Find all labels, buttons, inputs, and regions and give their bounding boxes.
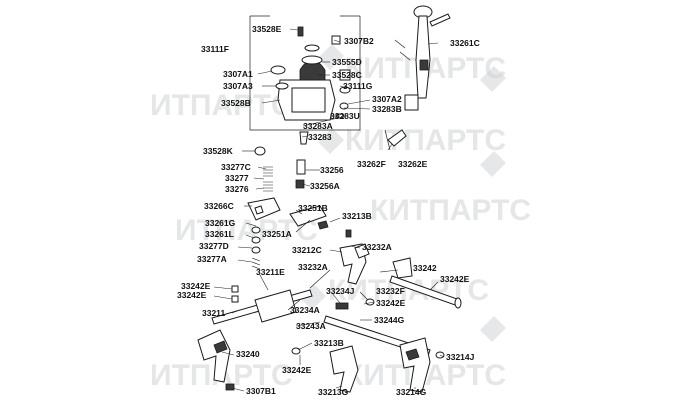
part-label-33242E-right[interactable]: 33242E <box>440 274 470 284</box>
part-label-33213G[interactable]: 33213G <box>318 387 349 397</box>
watermark-text: КИТПАРТС <box>345 124 506 157</box>
watermark-text: КИТПАРТС <box>370 194 531 227</box>
part-label-33213B-lower[interactable]: 33213B <box>314 338 344 348</box>
shaft-icon <box>211 275 462 357</box>
part-label-33214G[interactable]: 33214G <box>396 387 427 397</box>
part-label-33111G[interactable]: 33111G <box>343 81 373 91</box>
part-label-33211E[interactable]: 33211E <box>256 267 285 277</box>
part-label-33243A[interactable]: 33243A <box>296 321 326 331</box>
shift-lever-icon <box>394 5 451 111</box>
part-label-33283B[interactable]: 33283B <box>372 104 402 114</box>
part-label-33251A[interactable]: 33251A <box>262 229 292 239</box>
part-label-33213B[interactable]: 33213B <box>342 211 372 221</box>
shift-fork-icon <box>197 329 431 393</box>
part-label-33242E-left-1[interactable]: 33242E <box>181 281 211 291</box>
part-label-33277C[interactable]: 33277C <box>221 162 251 172</box>
watermark-logo-icon <box>318 44 344 70</box>
part-label-33242E-left-2[interactable]: 33242E <box>177 290 207 300</box>
part-label-33261L[interactable]: 33261L <box>205 229 234 239</box>
gear-housing-icon <box>249 15 361 131</box>
watermark-group: КИТПАРТС ИТПАРТС КИТПАРТС ИТПАРТС КИТПАР… <box>150 44 531 392</box>
part-label-33242E-mid[interactable]: 33242E <box>376 298 406 308</box>
bolt-icon <box>225 383 235 391</box>
part-label-33528C[interactable]: 33528C <box>332 70 362 80</box>
part-label-33261G[interactable]: 33261G <box>205 218 236 228</box>
part-label-33256[interactable]: 33256 <box>320 165 344 175</box>
watermark-logo-icon <box>300 284 326 310</box>
part-label-33232F[interactable]: 33232F <box>376 286 405 296</box>
spring-icon <box>251 257 261 270</box>
spring-icon <box>263 166 273 192</box>
watermark-logo-icon <box>480 66 506 92</box>
part-label-33262F[interactable]: 33262F <box>357 159 386 169</box>
fastener-components <box>225 229 445 391</box>
part-label-33212C[interactable]: 33212C <box>292 245 322 255</box>
part-label-3307A3[interactable]: 3307A3 <box>223 81 253 91</box>
part-label-33528B[interactable]: 33528B <box>221 98 251 108</box>
part-label-33277D[interactable]: 33277D <box>199 241 229 251</box>
part-label-33211[interactable]: 33211 <box>202 308 225 318</box>
watermark-logo-icon <box>318 128 344 154</box>
part-label-33232A[interactable]: 33232A <box>362 242 392 252</box>
part-label-33242E-bottom[interactable]: 33242E <box>282 365 312 375</box>
part-labels: 33528E 33111F 3307B2 33261C 3307A1 33555… <box>177 24 480 397</box>
bolt-icon <box>297 26 304 37</box>
watermark-logo-icon <box>480 316 506 342</box>
part-label-33244G[interactable]: 33244G <box>374 315 405 325</box>
part-label-33214J[interactable]: 33214J <box>446 352 475 362</box>
watermark-logo-icon <box>480 151 506 177</box>
part-label-33234J[interactable]: 33234J <box>326 286 355 296</box>
part-label-33283[interactable]: 33283 <box>308 132 332 142</box>
shift-rail-components <box>247 129 407 270</box>
part-label-3307A2[interactable]: 3307A2 <box>372 94 402 104</box>
part-label-33528K[interactable]: 33528K <box>203 146 234 156</box>
part-label-33283A[interactable]: 33283A <box>303 121 333 131</box>
part-label-33283U[interactable]: 33283U <box>330 111 360 121</box>
part-label-33234A[interactable]: 33234A <box>290 305 320 315</box>
part-label-33240[interactable]: 33240 <box>236 349 260 359</box>
part-label-33256A[interactable]: 33256A <box>310 181 340 191</box>
part-label-33261C[interactable]: 33261C <box>450 38 480 48</box>
watermark-text: ИТПАРТС <box>150 89 293 122</box>
part-label-33276[interactable]: 33276 <box>225 184 249 194</box>
part-label-33277A[interactable]: 33277A <box>197 254 227 264</box>
part-label-33555D[interactable]: 33555D <box>332 57 362 67</box>
part-label-3307B1[interactable]: 3307B1 <box>246 386 276 396</box>
part-label-3307B2[interactable]: 3307B2 <box>344 36 374 46</box>
part-label-33277[interactable]: 33277 <box>225 173 249 183</box>
part-label-3307A1[interactable]: 3307A1 <box>223 69 253 79</box>
part-label-33266C[interactable]: 33266C <box>204 201 234 211</box>
part-label-33242[interactable]: 33242 <box>413 263 437 273</box>
leader-lines <box>213 28 445 392</box>
shift-fork-icon <box>339 243 413 285</box>
part-label-33262E[interactable]: 33262E <box>398 159 428 169</box>
part-label-33232A-lower[interactable]: 33232A <box>298 262 328 272</box>
part-label-33528E[interactable]: 33528E <box>252 24 282 34</box>
part-label-33111F[interactable]: 33111F <box>201 44 229 54</box>
part-label-33251B[interactable]: 33251B <box>298 203 328 213</box>
